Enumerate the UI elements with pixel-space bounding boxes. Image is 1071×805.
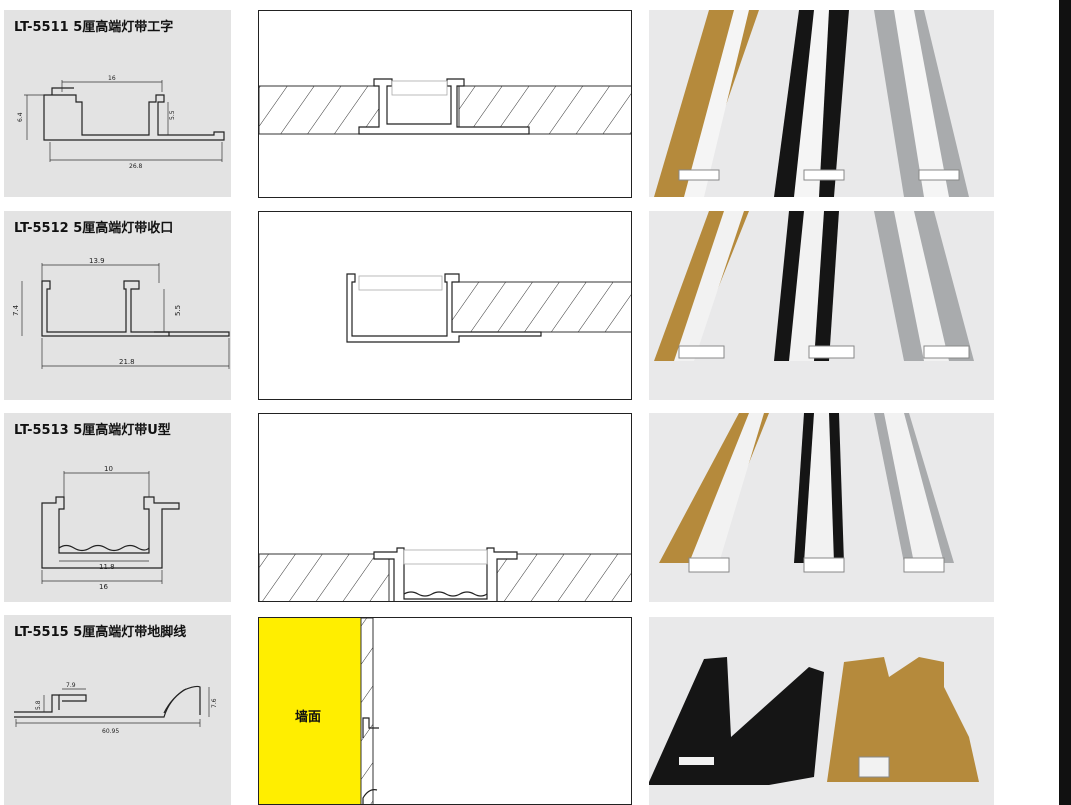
svg-text:7.6: 7.6 <box>211 698 218 708</box>
wall-label: 墙面 <box>295 710 322 725</box>
svg-text:26.8: 26.8 <box>129 163 143 170</box>
svg-text:5.8: 5.8 <box>35 700 42 710</box>
install-diagram-5511 <box>258 10 632 198</box>
product-title: LT-5513 5厘高端灯带U型 <box>14 423 171 438</box>
svg-text:16: 16 <box>108 75 116 82</box>
svg-text:16: 16 <box>99 583 108 591</box>
product-photo-5515 <box>649 617 994 805</box>
svg-text:10: 10 <box>104 465 113 473</box>
svg-text:7.4: 7.4 <box>12 304 20 316</box>
profile-drawing: 13.9 7.4 5.5 21.8 <box>12 257 230 369</box>
spec-panel-5515: LT-5515 5厘高端灯带地脚线 7.9 5.8 7.6 60.95 <box>4 615 231 805</box>
profile-drawing: 7.9 5.8 7.6 60.95 <box>14 682 218 735</box>
install-diagram-5513 <box>258 413 632 602</box>
install-diagram-5515: 墙面 <box>258 617 632 805</box>
svg-text:13.9: 13.9 <box>89 257 105 265</box>
svg-text:7.9: 7.9 <box>66 682 76 689</box>
product-photo-5513 <box>649 413 994 602</box>
product-title: LT-5511 5厘高端灯带工字 <box>14 20 174 35</box>
profile-drawing: 10 11.8 16 <box>41 465 180 591</box>
page-edge-bar <box>1059 0 1071 805</box>
product-title: LT-5512 5厘高端灯带收口 <box>14 221 174 236</box>
svg-text:11.8: 11.8 <box>99 563 115 571</box>
svg-text:60.95: 60.95 <box>102 728 119 735</box>
spec-panel-5511: LT-5511 5厘高端灯带工字 16 6.4 5.5 26.8 <box>4 10 231 197</box>
install-diagram-5512 <box>258 211 632 400</box>
svg-text:21.8: 21.8 <box>119 358 135 366</box>
profile-drawing: 16 6.4 5.5 26.8 <box>17 75 225 170</box>
svg-text:6.4: 6.4 <box>17 112 24 122</box>
svg-text:5.5: 5.5 <box>169 110 176 120</box>
product-photo-5511 <box>649 10 994 197</box>
product-title: LT-5515 5厘高端灯带地脚线 <box>14 625 187 640</box>
spec-panel-5513: LT-5513 5厘高端灯带U型 10 11.8 16 <box>4 413 231 602</box>
svg-text:5.5: 5.5 <box>174 305 182 316</box>
product-photo-5512 <box>649 211 994 400</box>
spec-panel-5512: LT-5512 5厘高端灯带收口 13.9 7.4 5.5 21.8 <box>4 211 231 400</box>
